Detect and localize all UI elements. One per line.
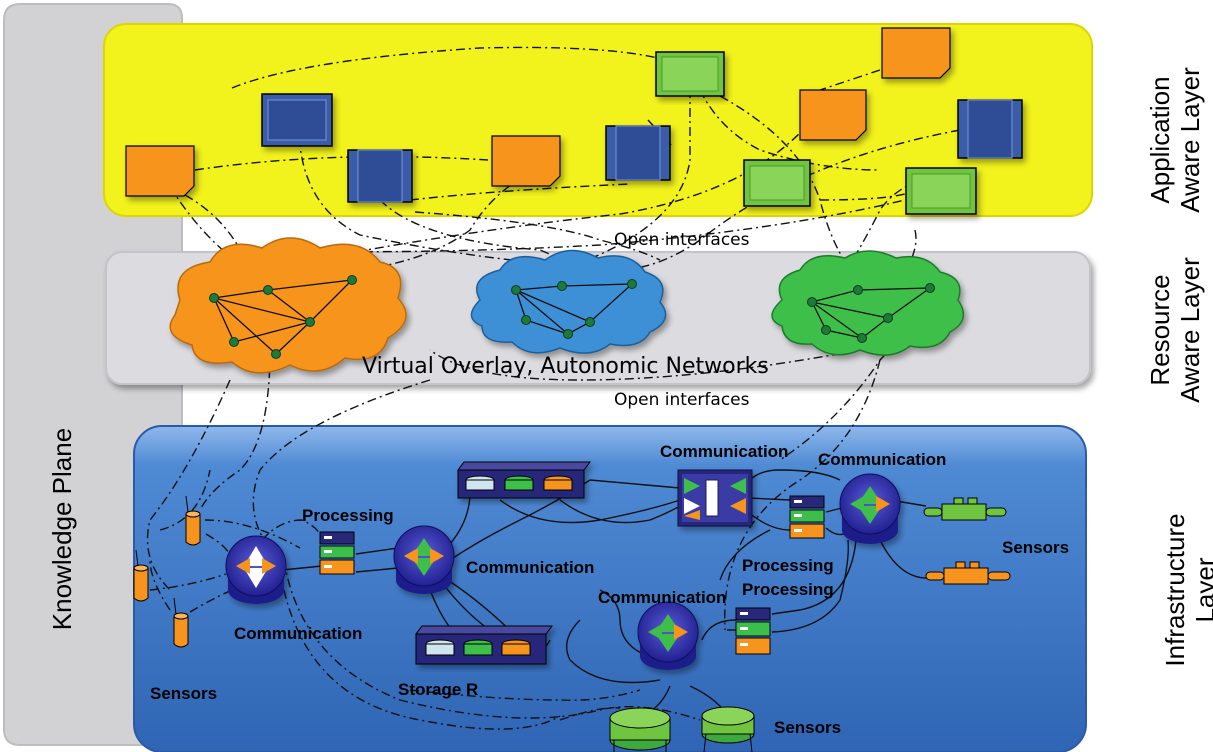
- resource-layer-line2: Aware Layer: [1175, 257, 1205, 403]
- switch-top: [677, 469, 753, 527]
- application-layer-label: Application Aware Layer: [1145, 65, 1205, 215]
- virtual-links: [146, 46, 961, 721]
- sensor-left-3: [173, 597, 189, 648]
- cloud-green: [771, 250, 965, 356]
- app-box-blue-3: [605, 125, 671, 181]
- processing-right-2-label: Processing: [742, 580, 834, 599]
- resource-layer-line1: Resource: [1145, 274, 1175, 386]
- infrastructure-layer-line1: Infrastructure: [1160, 513, 1190, 667]
- sensors-right-label: Sensors: [1002, 538, 1070, 557]
- open-interfaces-bottom-label: Open interfaces: [614, 390, 750, 410]
- sensor-right-green: [923, 497, 1007, 521]
- sensors-bottom-label: Sensors: [774, 718, 842, 737]
- communication-bottom-label: Communication: [598, 588, 727, 607]
- infrastructure-layer-line2: Layer: [1190, 557, 1213, 623]
- router-left: [225, 535, 287, 604]
- app-box-green-1: [655, 51, 725, 97]
- storage-bottom: [415, 625, 553, 665]
- application-layer-line1: Application: [1145, 76, 1175, 204]
- app-box-green-2: [743, 159, 811, 207]
- app-box-blue-2: [347, 149, 413, 203]
- application-layer-line2: Aware Layer: [1175, 67, 1205, 213]
- server-right-1: [789, 495, 825, 539]
- resource-layer-label: Resource Aware Layer: [1145, 255, 1205, 405]
- router-center: [393, 525, 455, 594]
- app-box-green-3: [905, 167, 977, 215]
- knowledge-plane-label: Knowledge Plane: [47, 427, 77, 631]
- cloud-blue: [470, 249, 667, 354]
- storage-label: Storage R: [398, 680, 479, 699]
- app-box-blue-4: [957, 99, 1023, 159]
- app-box-blue-1: [261, 93, 333, 147]
- communication-top-mid-label: Communication: [660, 442, 789, 461]
- server-left: [319, 531, 355, 575]
- communication-center-label: Communication: [466, 558, 595, 577]
- communication-top-right-label: Communication: [818, 450, 947, 469]
- storage-top: [457, 461, 591, 499]
- infra-dashed-links: [149, 519, 736, 730]
- sensor-bottom-2: [701, 706, 755, 752]
- sensor-left-1: [185, 495, 201, 546]
- infrastructure-layer-label: Infrastructure Layer: [1160, 500, 1213, 680]
- sensor-left-2: [133, 549, 149, 602]
- app-doc-orange-4: [881, 27, 951, 79]
- communication-left-label: Communication: [234, 624, 363, 643]
- virtual-overlay-label: Virtual Overlay, Autonomic Networks: [362, 354, 769, 379]
- router-right: [839, 473, 901, 544]
- sensors-left-label: Sensors: [150, 684, 218, 703]
- processing-left-label: Processing: [302, 506, 394, 525]
- cloud-orange: [169, 237, 407, 374]
- server-right-2: [735, 607, 771, 655]
- processing-right-1-label: Processing: [742, 556, 834, 575]
- router-bottom: [637, 601, 699, 670]
- app-doc-orange-2: [491, 135, 561, 187]
- sensor-bottom-1: [609, 707, 671, 752]
- app-doc-orange-1: [125, 145, 195, 197]
- app-doc-orange-3: [799, 89, 867, 141]
- sensor-right-orange: [925, 561, 1011, 585]
- open-interfaces-top-label: Open interfaces: [614, 230, 750, 250]
